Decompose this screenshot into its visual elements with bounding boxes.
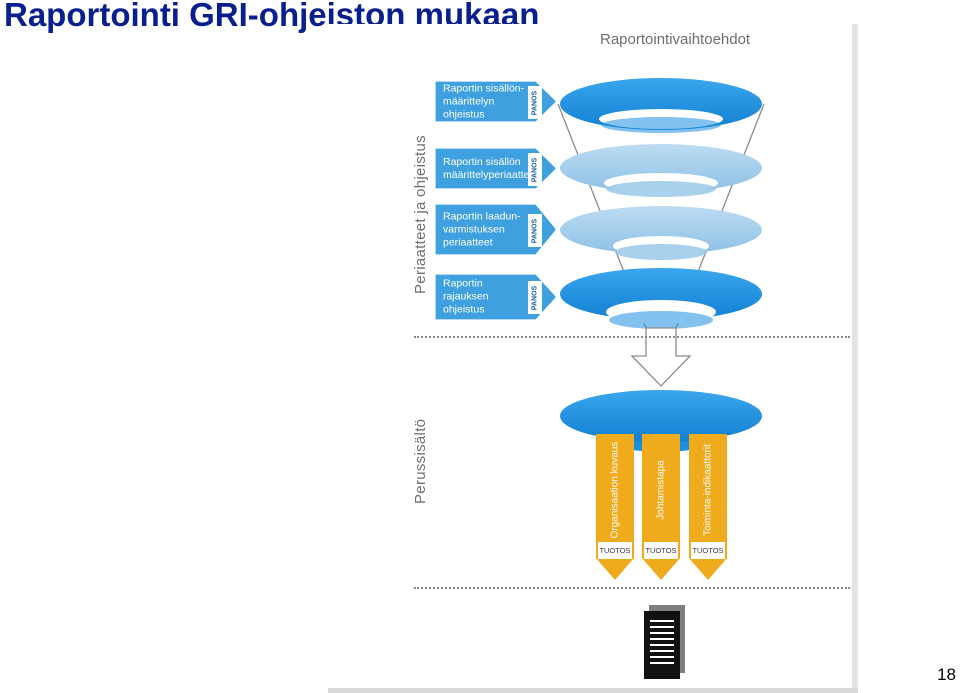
figure-right-edge bbox=[852, 24, 858, 693]
input-label: Raportin sisällön-määrittelyn ohjeistus bbox=[443, 82, 525, 120]
output-arrow-organisation-profile: Organisaation kuvaus TUOTOS bbox=[596, 434, 634, 580]
document-icon bbox=[644, 605, 685, 679]
figure-heading: Raportointivaihtoehdot bbox=[600, 31, 751, 48]
output-label: Toiminta-indikaattorit bbox=[702, 444, 714, 536]
input-badge: PANOS bbox=[528, 281, 542, 314]
input-label: Raportin sisällön määrittelyperiaatteet bbox=[443, 155, 539, 181]
input-label: Raportin laadun-varmistuksen periaatteet bbox=[443, 210, 521, 248]
down-arrow bbox=[630, 327, 692, 387]
input-badge: PANOS bbox=[528, 214, 542, 247]
input-arrow-quality-principles: Raportin laadun-varmistuksen periaatteet… bbox=[435, 204, 556, 255]
output-arrow-performance-indicators: Toiminta-indikaattorit TUOTOS bbox=[689, 434, 727, 580]
output-badge: TUOTOS bbox=[598, 542, 632, 559]
output-label: Johtamistapa bbox=[655, 460, 667, 520]
input-badge: PANOS bbox=[528, 153, 542, 186]
page-number: 18 bbox=[937, 665, 956, 684]
disc-3 bbox=[560, 206, 762, 260]
output-badge: TUOTOS bbox=[691, 542, 725, 559]
figure-bottom-edge bbox=[328, 688, 858, 693]
separator-bottom bbox=[414, 587, 850, 589]
input-arrow-content-principles: Raportin sisällön määrittelyperiaatteet … bbox=[435, 148, 556, 189]
input-arrow-content-guidance: Raportin sisällön-määrittelyn ohjeistus … bbox=[435, 81, 556, 122]
output-label: Organisaation kuvaus bbox=[609, 441, 621, 539]
output-badge: TUOTOS bbox=[644, 542, 678, 559]
output-arrow-management-approach: Johtamistapa TUOTOS bbox=[642, 434, 680, 580]
disc-4 bbox=[560, 268, 762, 329]
disc-2 bbox=[560, 144, 762, 197]
input-label: Raportin rajauksen ohjeistus bbox=[443, 277, 489, 316]
input-arrow-boundary-guidance: Raportin rajauksen ohjeistus PANOS bbox=[435, 274, 556, 320]
disc-1 bbox=[560, 78, 762, 133]
funnel-graphic bbox=[557, 78, 765, 679]
input-badge: PANOS bbox=[528, 86, 542, 119]
gri-reporting-figure: Raportointivaihtoehdot Periaatteet ja oh… bbox=[328, 24, 858, 693]
separator-top bbox=[414, 336, 850, 338]
